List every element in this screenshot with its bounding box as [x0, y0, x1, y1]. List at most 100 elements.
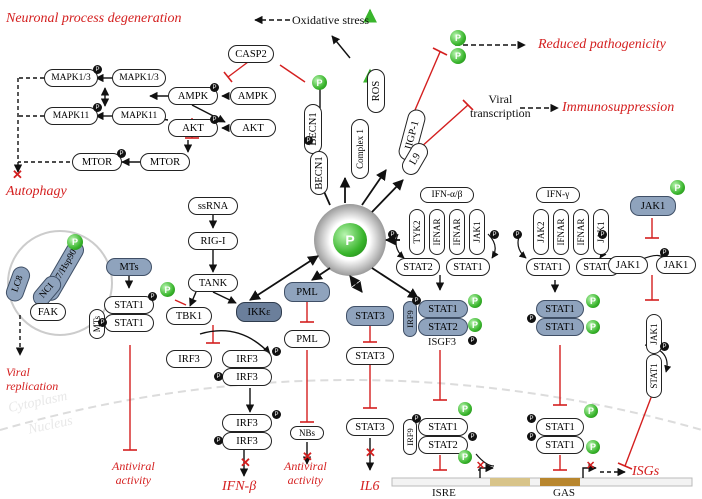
label-viral-transcription: Viral transcription	[470, 92, 531, 120]
outcome-il6: IL6	[360, 479, 380, 494]
phospho-dot: P	[468, 336, 477, 345]
node-stat3-c: STAT3	[346, 418, 394, 436]
node-irf3-a: IRF3	[166, 350, 212, 368]
phospho-dot: P	[388, 230, 397, 239]
label-gas: GAS	[553, 487, 576, 499]
block-mark: ✕	[302, 449, 313, 464]
node-mapk13-a: MAPK1/3	[44, 69, 98, 87]
node-ampk: AMPK	[230, 87, 276, 105]
outcome-viral-replication: Viral replication	[6, 365, 59, 393]
node-stat1-c: STAT1	[418, 418, 468, 436]
phospho-dot: P	[117, 149, 126, 158]
node-tbk1: TBK1	[166, 307, 212, 325]
node-ifngr-a: IFNAR	[553, 209, 569, 255]
node-stat1-r: STAT1	[646, 354, 662, 398]
node-irf3-c2: IRF3	[222, 432, 272, 450]
node-becn1-b: BECN1	[310, 151, 328, 195]
green-p-ball: P	[312, 75, 327, 90]
node-nbs: NBs	[290, 426, 324, 440]
phospho-dot: P	[660, 342, 669, 351]
node-tank: TANK	[188, 274, 238, 292]
node-rig-i: RIG-I	[188, 232, 238, 250]
node-casp2: CASP2	[228, 45, 274, 63]
node-complex-1: Complex 1	[351, 119, 369, 179]
node-ifnar-a: IFNAR	[429, 209, 445, 255]
outcome-isgs: ISGs	[632, 464, 660, 479]
block-mark: ✕	[12, 167, 23, 182]
label-isre: ISRE	[432, 487, 456, 499]
phospho-dot: P	[304, 136, 313, 145]
phospho-dot: P	[98, 318, 107, 327]
node-ikke: IKKε	[236, 302, 282, 322]
node-ifnar-b: IFNAR	[449, 209, 465, 255]
phospho-dot: P	[214, 372, 223, 381]
node-irf3-b2: IRF3	[222, 368, 272, 386]
block-mark: ✕	[476, 460, 486, 472]
block-mark: ✕	[240, 455, 251, 470]
phospho-dot: P	[148, 292, 157, 301]
node-stat1-g4: STAT1	[536, 318, 584, 336]
block-mark: ✕	[365, 445, 376, 460]
node-ssrna: ssRNA	[188, 197, 238, 215]
node-stat1-l2: STAT1	[104, 314, 154, 332]
green-p-ball: P	[450, 48, 466, 64]
node-stat2-a: STAT2	[396, 258, 440, 276]
green-p-ball: P	[670, 180, 685, 195]
phospho-dot: P	[272, 410, 281, 419]
node-ifn-alpha-beta: IFN-α/β	[420, 187, 474, 203]
outcome-ifn-beta: IFN-β	[222, 479, 257, 494]
outcome-autophagy: Autophagy	[6, 184, 67, 199]
green-p-ball: P	[458, 450, 472, 464]
node-irf3-c1: IRF3	[222, 414, 272, 432]
outcome-immunosuppression: Immunosuppression	[562, 100, 675, 115]
phospho-dot: P	[210, 83, 219, 92]
node-stat1-g3: STAT1	[536, 300, 584, 318]
node-jak1-c: JAK1	[630, 196, 676, 216]
node-irf9-a: IRF9	[403, 301, 417, 337]
green-p-ball: P	[586, 440, 600, 454]
node-becn1-a: BECN1	[304, 104, 322, 154]
node-mtor-a: MTOR	[72, 153, 122, 171]
phospho-dot: P	[513, 230, 522, 239]
node-ampk-phospho: AMPK	[168, 87, 218, 105]
nuclear-membrane	[0, 379, 702, 431]
outcome-oxidative-stress: Oxidative stress	[292, 13, 369, 27]
node-stat1-b: STAT1	[418, 300, 468, 318]
node-tyk2: TYK2	[409, 209, 425, 255]
node-ifngr-b: IFNAR	[573, 209, 589, 255]
outcome-reduced-pathogenicity: Reduced pathogenicity	[538, 37, 666, 52]
node-mapk11-a: MAPK11	[44, 107, 98, 125]
central-phosphate: P	[333, 223, 367, 257]
node-stat3-a: STAT3	[346, 306, 394, 326]
green-p-ball: P	[450, 30, 466, 46]
node-jak1-a: JAK1	[469, 209, 485, 255]
phospho-dot: P	[93, 103, 102, 112]
outcome-antiviral-activity-pml: Antiviral activity	[284, 459, 327, 487]
node-pml-b: PML	[284, 330, 330, 348]
green-p-ball: P	[67, 234, 83, 250]
phospho-dot: P	[527, 414, 536, 423]
phospho-dot: P	[527, 314, 536, 323]
phospho-dot: P	[468, 432, 477, 441]
node-mapk13-b: MAPK1/3	[112, 69, 166, 87]
outcome-neuronal-degeneration: Neuronal process degeneration	[6, 11, 182, 26]
node-jak2: JAK2	[533, 209, 549, 255]
node-akt: AKT	[230, 119, 276, 137]
green-p-ball: P	[468, 294, 482, 308]
phospho-dot: P	[490, 230, 499, 239]
green-p-ball: P	[160, 282, 175, 297]
phospho-dot: P	[214, 436, 223, 445]
node-stat1-g6: STAT1	[536, 436, 584, 454]
phospho-dot: P	[412, 414, 421, 423]
green-p-ball: P	[586, 294, 600, 308]
node-jak1-e: JAK1	[656, 256, 696, 274]
label-isgf3: ISGF3	[428, 337, 457, 348]
node-stat1-a: STAT1	[446, 258, 490, 276]
node-akt-phospho: AKT	[168, 119, 218, 137]
node-stat3-b: STAT3	[346, 347, 394, 365]
node-irf9-b: IRF9	[403, 419, 417, 455]
green-p-ball: P	[584, 404, 598, 418]
node-stat2-b: STAT2	[418, 318, 468, 336]
node-irf3-b1: IRF3	[222, 350, 272, 368]
